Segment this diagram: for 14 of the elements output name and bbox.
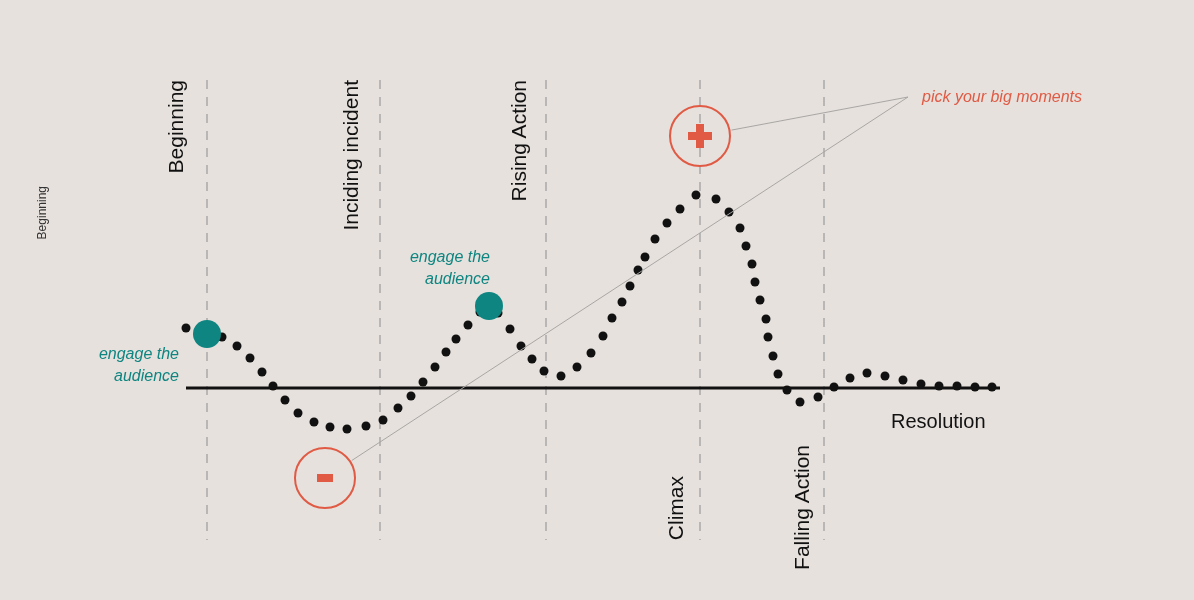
annotation-text: engage the audience [97,344,179,386]
circle-marker [294,447,356,509]
leader-line [351,96,909,461]
stage-label: Inciding incident [338,80,363,231]
stage-label: Beginning [163,80,188,174]
callout-text: pick your big moments [908,86,1083,108]
circle-marker [669,105,731,167]
stage-label: Rising Action [506,80,531,202]
axis-label: Beginning [34,186,50,240]
stage-label: Resolution [891,410,986,433]
stage-label: Falling Action [789,445,814,570]
stage-label: Climax [663,475,688,540]
annotation-text: engage the audience [408,247,490,289]
leader-line [730,96,909,131]
